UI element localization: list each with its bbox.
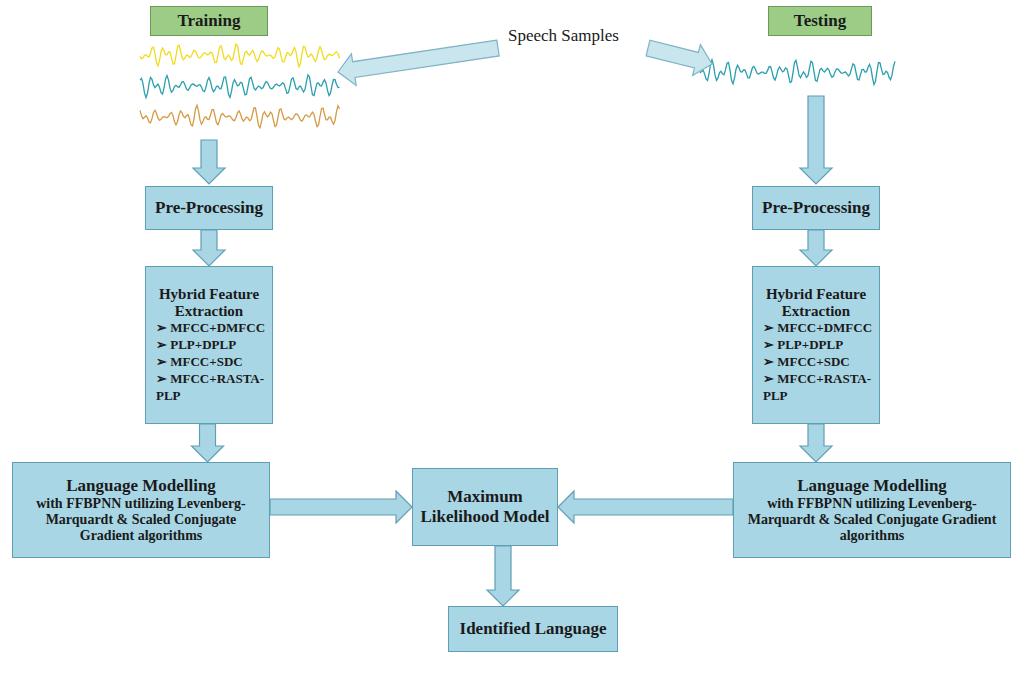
- box-title: Testing: [794, 11, 846, 31]
- box-text: ➢ MFCC+SDC: [156, 354, 243, 371]
- flow-arrow: [192, 424, 224, 462]
- flow-arrow: [193, 140, 225, 184]
- box-text: ➢ MFCC+DMFCC: [156, 320, 265, 337]
- process-box: Hybrid Feature Extraction➢ MFCC+DMFCC➢ P…: [752, 266, 880, 424]
- flow-arrow-body: [193, 230, 225, 266]
- box-title: Training: [178, 11, 241, 31]
- flow-arrow-body: [800, 424, 832, 462]
- output-box: Identified Language: [448, 606, 618, 652]
- box-text: with FFBPNN utilizing Levenberg-Marquard…: [740, 496, 1004, 544]
- box-title: Hybrid Feature Extraction: [759, 286, 873, 321]
- box-title: Maximum Likelihood Model: [419, 487, 551, 526]
- process-box: Pre-Processing: [145, 186, 273, 230]
- flow-arrow: [487, 546, 519, 606]
- flow-arrow-body: [487, 546, 519, 606]
- process-box: Language Modellingwith FFBPNN utilizing …: [12, 462, 270, 558]
- box-title: Language Modelling: [66, 476, 216, 496]
- flow-arrow: [558, 491, 733, 523]
- speech-waveform: [140, 75, 340, 98]
- flow-arrow: [270, 491, 412, 523]
- process-box: Pre-Processing: [752, 186, 880, 230]
- process-box: Language Modellingwith FFBPNN utilizing …: [733, 462, 1011, 558]
- speech-waveform: [140, 44, 340, 67]
- box-text: ➢ PLP+DPLP: [156, 337, 236, 354]
- box-text: ➢ MFCC+RASTA-PLP: [763, 371, 873, 405]
- pointer-arrow: [646, 40, 712, 75]
- flow-arrow: [800, 424, 832, 462]
- speech-waveform: [700, 60, 895, 85]
- stage-header: Training: [150, 6, 268, 36]
- box-text: ➢ PLP+DPLP: [763, 337, 843, 354]
- box-title: Identified Language: [460, 619, 607, 639]
- flow-arrow-body: [558, 491, 733, 523]
- box-title: Pre-Processing: [762, 198, 870, 218]
- flow-arrow: [800, 230, 832, 266]
- box-text: ➢ MFCC+RASTA-PLP: [156, 371, 266, 405]
- process-box: Maximum Likelihood Model: [412, 468, 558, 546]
- speech-waveform: [140, 105, 340, 128]
- box-title: Pre-Processing: [155, 198, 263, 218]
- caption-label: Speech Samples: [508, 26, 619, 46]
- flow-arrow: [800, 96, 832, 184]
- box-text: with FFBPNN utilizing Levenberg-Marquard…: [19, 496, 263, 544]
- flow-arrow-body: [270, 491, 412, 523]
- flow-arrow-body: [192, 424, 224, 462]
- box-title: Language Modelling: [797, 476, 947, 496]
- box-title: Hybrid Feature Extraction: [152, 286, 266, 321]
- stage-header: Testing: [768, 6, 872, 36]
- box-text: ➢ MFCC+DMFCC: [763, 320, 872, 337]
- flow-arrow-body: [800, 230, 832, 266]
- box-text: ➢ MFCC+SDC: [763, 354, 850, 371]
- pointer-arrow: [338, 40, 499, 85]
- process-box: Hybrid Feature Extraction➢ MFCC+DMFCC➢ P…: [145, 266, 273, 424]
- flow-arrow: [193, 230, 225, 266]
